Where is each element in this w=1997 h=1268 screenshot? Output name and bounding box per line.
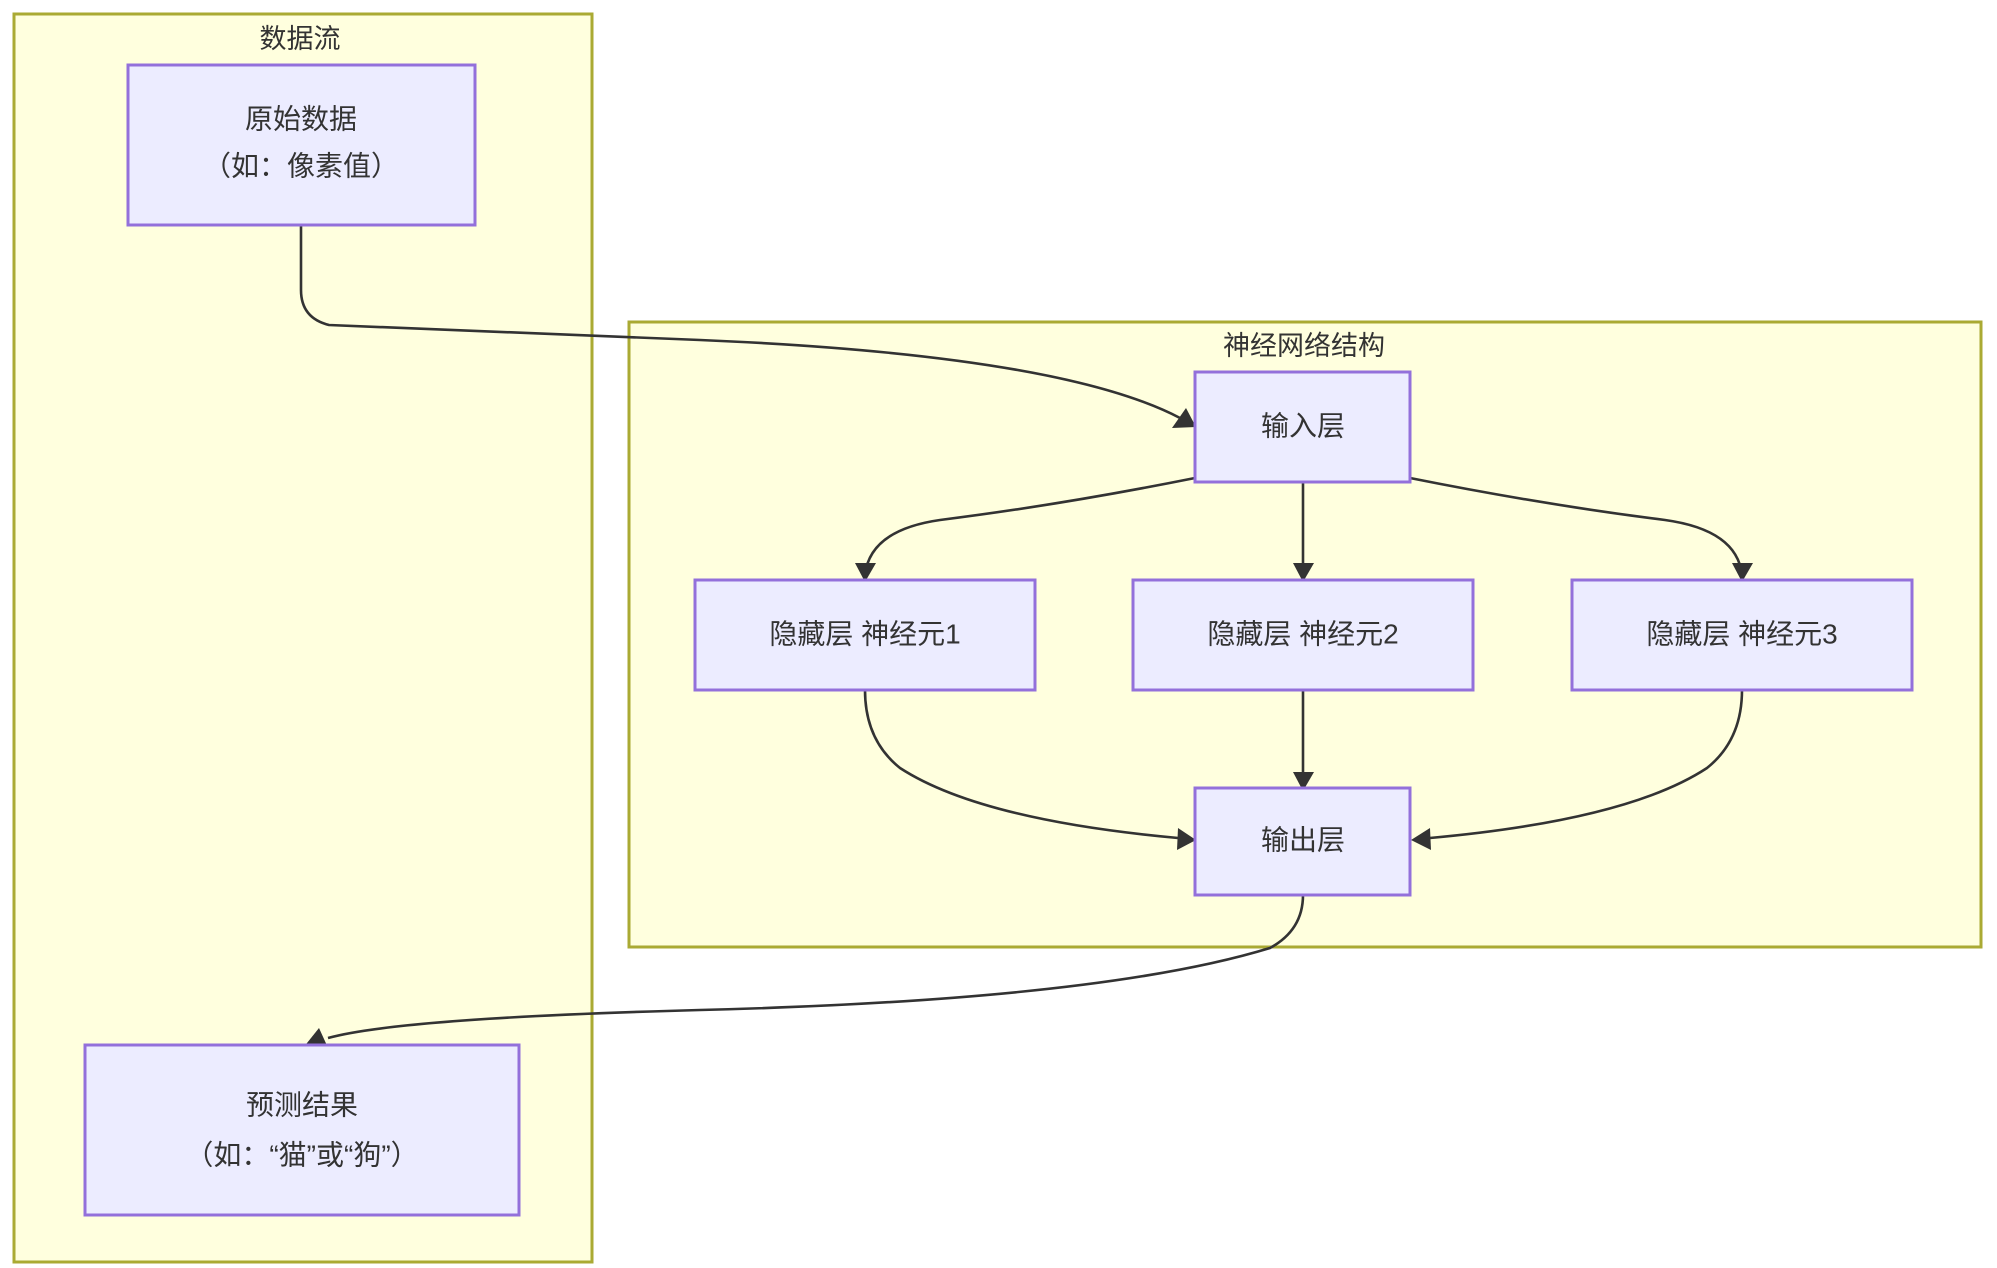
node-prediction-result[interactable]: 预测结果 （如：“猫”或“狗”） <box>83 1043 521 1217</box>
node-input-layer-rect[interactable] <box>1193 370 1412 484</box>
node-hidden-neuron-3-rect[interactable] <box>1570 578 1914 692</box>
edge-input-to-hidden1-path <box>863 476 1196 576</box>
node-input-layer[interactable]: 输入层 <box>1193 370 1412 484</box>
node-hidden-neuron-2-rect[interactable] <box>1131 578 1475 692</box>
node-hidden-neuron-3[interactable]: 隐藏层 神经元3 <box>1570 578 1914 692</box>
edge-raw-to-input <box>299 225 1196 428</box>
node-raw-data-label-line2: （如：像素值） <box>203 150 399 181</box>
edge-input-to-hidden3 <box>1409 476 1753 582</box>
edge-input-to-hidden3-path <box>1409 476 1744 576</box>
node-raw-data[interactable]: 原始数据 （如：像素值） <box>126 63 477 227</box>
node-prediction-result-label-line1: 预测结果 <box>246 1089 358 1120</box>
edge-hidden1-to-output-path <box>863 689 1179 840</box>
node-output-layer-label: 输出层 <box>1261 824 1345 855</box>
node-prediction-result-rect[interactable] <box>83 1043 521 1217</box>
cluster-network-label: 神经网络结构 <box>1223 331 1385 361</box>
edge-hidden3-to-output-arrowhead <box>1411 828 1431 850</box>
edge-input-to-hidden2 <box>1293 482 1314 582</box>
node-hidden-neuron-1-label: 隐藏层 神经元1 <box>769 618 960 649</box>
edge-input-to-hidden3-arrowhead <box>1732 563 1753 582</box>
node-hidden-neuron-2[interactable]: 隐藏层 神经元2 <box>1131 578 1475 692</box>
edge-input-to-hidden2-arrowhead <box>1293 563 1314 582</box>
edge-hidden2-to-output-arrowhead <box>1293 772 1314 791</box>
node-hidden-neuron-1-rect[interactable] <box>693 578 1037 692</box>
node-input-layer-label: 输入层 <box>1261 410 1345 441</box>
node-raw-data-label-line1: 原始数据 <box>245 103 357 134</box>
node-prediction-result-label-line2: （如：“猫”或“狗”） <box>185 1139 418 1170</box>
edge-hidden3-to-output-path <box>1429 689 1744 840</box>
node-output-layer[interactable]: 输出层 <box>1193 786 1412 897</box>
edge-output-to-prediction-path <box>327 894 1305 1040</box>
edge-hidden3-to-output <box>1411 689 1744 850</box>
edge-hidden1-to-output <box>863 689 1196 850</box>
edge-hidden2-to-output <box>1293 690 1314 791</box>
node-raw-data-rect[interactable] <box>126 63 477 227</box>
node-hidden-neuron-2-label: 隐藏层 神经元2 <box>1207 618 1398 649</box>
edge-raw-to-input-path <box>299 225 1181 420</box>
edge-input-to-hidden1 <box>855 476 1196 582</box>
node-hidden-neuron-3-label: 隐藏层 神经元3 <box>1646 618 1837 649</box>
edge-raw-to-input-arrowhead <box>1172 408 1196 428</box>
edge-hidden1-to-output-arrowhead <box>1177 828 1196 850</box>
edge-input-to-hidden1-arrowhead <box>855 563 876 582</box>
node-output-layer-rect[interactable] <box>1193 786 1412 897</box>
node-hidden-neuron-1[interactable]: 隐藏层 神经元1 <box>693 578 1037 692</box>
cluster-dataflow-label: 数据流 <box>260 24 341 54</box>
